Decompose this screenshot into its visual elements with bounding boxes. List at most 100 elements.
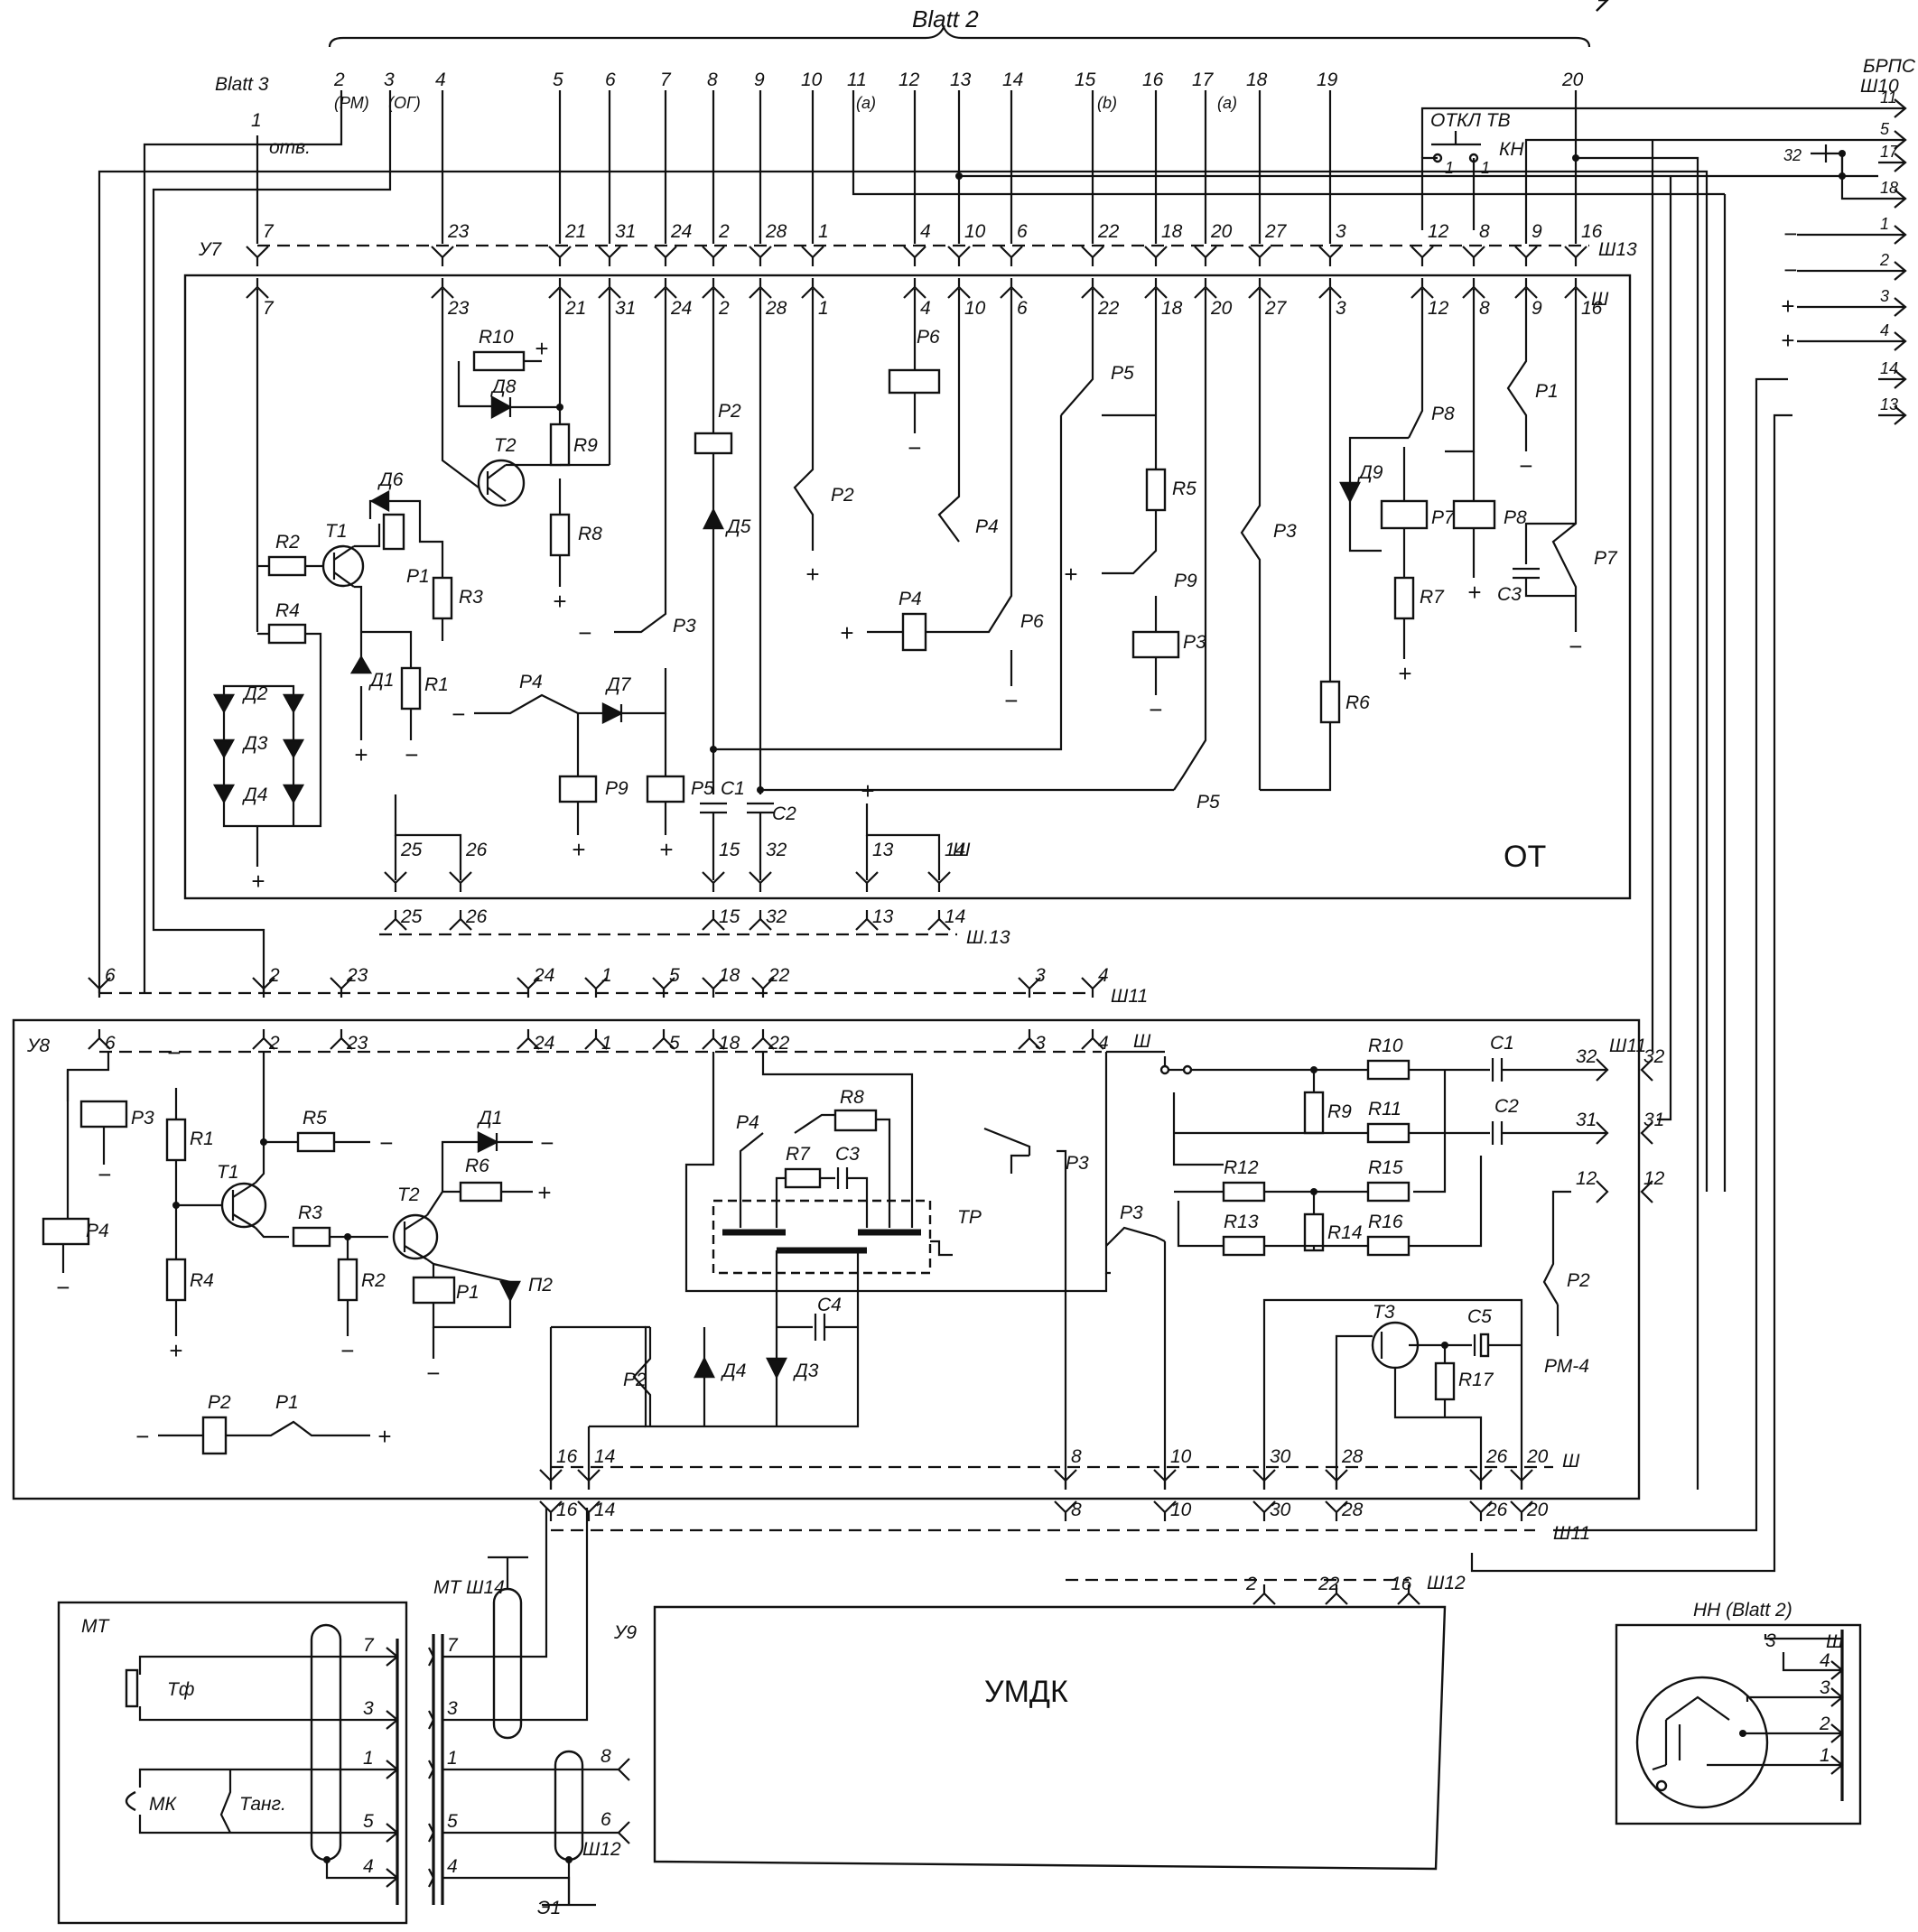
ot-top-pin-15: 27: [1264, 298, 1288, 319]
ot-top-pin-fork-1: [246, 278, 269, 299]
u8-r6-label: R6: [465, 1156, 489, 1176]
ot-r6-label: R6: [1345, 692, 1370, 713]
ot-p5b-label: Р5: [1111, 363, 1134, 384]
u8-bottom-pin-fork-1: [539, 1469, 563, 1490]
mt-connector-label: МТ Ш14: [433, 1577, 505, 1598]
ot-top-pin-fork-4: [598, 278, 621, 299]
ot-top-pin-fork-12: [1081, 278, 1104, 299]
ot-plus-11: +: [1467, 579, 1481, 606]
ot-top-pin-17: 12: [1428, 298, 1449, 319]
u8-minus-4: −: [379, 1129, 393, 1156]
sh13-pin-fork-5: [654, 246, 677, 266]
ot-p9b-label: Р9: [1174, 571, 1197, 591]
u8-plus-1: +: [169, 1337, 182, 1364]
u8-t1-label: Т1: [217, 1162, 239, 1183]
sh11-pin-8: 22: [768, 965, 790, 986]
u8-p2a-label: Р2: [208, 1392, 231, 1413]
ot-bottom-pin-5: 13: [872, 840, 894, 860]
brps-pin-7: 3: [1880, 287, 1889, 305]
kn-pin-a: 1: [1445, 159, 1454, 177]
ot-plus-6: +: [659, 836, 673, 863]
u8-r4-label: R4: [190, 1270, 214, 1291]
u8-top-pin-9: 3: [1035, 1033, 1046, 1054]
sh13-pin-6: 2: [718, 221, 730, 242]
sh11-pin-2: 2: [268, 965, 280, 986]
ot-plus-10: +: [1398, 660, 1411, 687]
u8-right-outer-pin-1: 32: [1643, 1046, 1665, 1067]
ot-bottom-pin-4: 32: [766, 840, 787, 860]
top-terminal-18: 18: [1246, 70, 1268, 90]
ot-d1-label: Д1: [368, 670, 394, 691]
sh12-pin-fork-3: [1397, 1584, 1420, 1605]
ot-top-pin-fork-16: [1318, 278, 1342, 299]
sh13-pin-fork-19: [1514, 246, 1538, 266]
sh13-lower-pin-1: 25: [400, 906, 423, 927]
u8-top-pin-5: 1: [601, 1033, 612, 1054]
otkl-tv-switch: ОТКЛ ТВ КН 1 1: [1420, 107, 1878, 230]
brps-fork-8: [1878, 331, 1907, 351]
ot-minus-2: −: [578, 619, 591, 646]
u8-r13-label: R13: [1224, 1212, 1259, 1232]
brps-pin-3: 17: [1880, 143, 1899, 161]
ot-r9-label: R9: [573, 435, 598, 456]
sh13-pin-15: 27: [1264, 221, 1288, 242]
brps-pin-1: 11: [1880, 88, 1897, 107]
u8-c3-label: С3: [835, 1144, 860, 1165]
nn-fork-5: [1830, 1755, 1844, 1775]
u8-connector-label: Ш: [1133, 1031, 1151, 1052]
u8-r10-label: R10: [1368, 1036, 1403, 1056]
mt-sh12-pin-group: 86: [601, 1746, 630, 1844]
ot-bottom-pin-fork-4: [749, 871, 772, 892]
sh13-pin-10: 10: [964, 221, 986, 242]
u8-top-pin-fork-1: [88, 1029, 111, 1050]
u8-minus-5: −: [340, 1337, 354, 1364]
u8-r5-label: R5: [303, 1108, 327, 1129]
sh13-pin-fork-16: [1318, 246, 1342, 266]
sh13-pin-18: 8: [1479, 221, 1490, 242]
brps-fork-3: [1878, 153, 1907, 172]
top-terminal-3: 3: [384, 70, 395, 90]
ot-p6b-label: Р6: [1020, 611, 1044, 632]
brps-pin-9: 14: [1880, 359, 1898, 377]
sh13-pin-fork-11: [1000, 246, 1023, 266]
u8-top-pin-fork-3: [330, 1029, 353, 1050]
ot-top-pin-14: 20: [1210, 298, 1233, 319]
sh13-lower-pin-fork-4: [749, 910, 772, 931]
u8-p4a-label: Р4: [86, 1221, 109, 1241]
u8-p4b-label: Р4: [736, 1112, 759, 1133]
ot-bottom-pin-3: 15: [719, 840, 740, 860]
sh13-lower-pin-fork-1: [384, 910, 407, 931]
u8-minus-2: −: [56, 1274, 70, 1301]
u8-d4-label: Д4: [721, 1361, 746, 1381]
u8-rm4-label: РМ-4: [1544, 1356, 1589, 1377]
ot-bottom-pin-fork-2: [449, 871, 472, 892]
sh11-lower-pin-1: 16: [556, 1500, 578, 1520]
ot-top-pin-7: 28: [765, 298, 787, 319]
u8-plus-2: +: [537, 1179, 551, 1206]
ot-bottom-pin-fork-3: [702, 871, 725, 892]
ot-p1b-label: Р1: [1535, 381, 1559, 402]
sh13-pin-fork-3: [548, 246, 572, 266]
u8-d3-label: Д3: [793, 1361, 819, 1381]
mt-pin-3: 1: [363, 1748, 374, 1769]
ot-bottom-pin-fork-5: [855, 871, 879, 892]
ot-plus-5: +: [572, 836, 585, 863]
u8-right-pin-3: 12: [1576, 1168, 1597, 1189]
top-terminal-17: 17: [1192, 70, 1215, 90]
brps-fork-4: [1878, 189, 1907, 209]
ot-plus-1: +: [535, 335, 548, 362]
sh13-pin-fork-14: [1194, 246, 1217, 266]
brps-fork-7: [1878, 297, 1907, 317]
mt-sh14-pin-5: 4: [447, 1856, 458, 1877]
u8-bottom-pin-3: 8: [1071, 1446, 1082, 1467]
ot-block-frame: [183, 274, 1632, 900]
ot-top-pin-2: 23: [447, 298, 470, 319]
ot-internals: R10 + Д8 Т2 R9 R8 + R2 Т1 Р1: [212, 289, 1618, 895]
u8-r2-label: R2: [361, 1270, 386, 1291]
ot-d9-label: Д9: [1357, 462, 1383, 483]
mt-pin-2: 3: [363, 1698, 374, 1719]
ot-p4b-label: Р4: [975, 516, 999, 537]
